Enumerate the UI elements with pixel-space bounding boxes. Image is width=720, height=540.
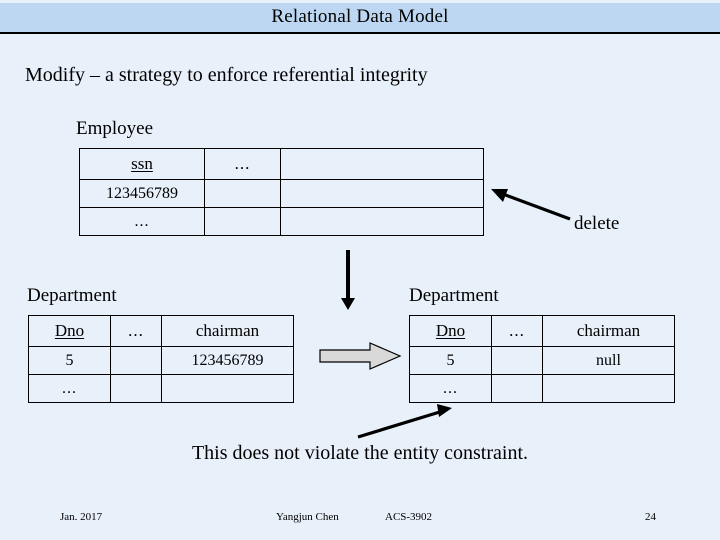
delete-arrow-icon	[491, 189, 571, 221]
cell-ellipsis: ...	[79, 207, 205, 236]
subtitle: Modify – a strategy to enforce referenti…	[25, 64, 428, 86]
column-header-chairman: chairman	[542, 315, 675, 347]
table-header-row: Dno ... chairman	[409, 315, 675, 347]
primary-key-label: ssn	[131, 154, 153, 173]
column-header-ellipsis: ...	[204, 148, 281, 180]
block-arrow-icon	[319, 342, 402, 370]
primary-key-label: Dno	[435, 321, 466, 340]
column-header-ellipsis: ...	[110, 315, 162, 347]
employee-relation-table: ssn ... 123456789 ...	[79, 148, 484, 236]
cell-blank	[204, 179, 281, 208]
delete-annotation-label: delete	[574, 213, 620, 234]
table-header-row: Dno ... chairman	[28, 315, 294, 347]
column-header-chairman: chairman	[161, 315, 294, 347]
table-row: 5 null	[409, 346, 675, 375]
table-row: 123456789	[79, 179, 484, 208]
department-after-table-label: Department	[409, 285, 499, 306]
title-band	[0, 3, 720, 34]
table-row: ...	[409, 374, 675, 403]
table-header-row: ssn ...	[79, 148, 484, 180]
cell-blank	[110, 346, 162, 375]
footer-page-number: 24	[645, 511, 656, 523]
column-header-blank	[280, 148, 484, 180]
cell-blank	[110, 374, 162, 403]
table-row: 5 123456789	[28, 346, 294, 375]
cell-chairman-null: null	[542, 346, 675, 375]
down-arrow-icon	[341, 250, 355, 310]
caption-arrow-icon	[357, 404, 452, 439]
department-before-table-label: Department	[27, 285, 117, 306]
cell-blank	[491, 346, 543, 375]
table-row: ...	[28, 374, 294, 403]
cell-dno-value: 5	[409, 346, 492, 375]
cell-blank	[280, 207, 484, 236]
department-after-relation-table: Dno ... chairman 5 null ...	[409, 315, 675, 403]
footer-date: Jan. 2017	[60, 511, 103, 523]
cell-ssn-value: 123456789	[79, 179, 205, 208]
cell-blank	[542, 374, 675, 403]
department-before-relation-table: Dno ... chairman 5 123456789 ...	[28, 315, 294, 403]
footer-author: Yangjun Chen	[276, 511, 339, 523]
column-header-ellipsis: ...	[491, 315, 543, 347]
cell-dno-value: 5	[28, 346, 111, 375]
cell-blank	[161, 374, 294, 403]
page-title: Relational Data Model	[271, 6, 449, 27]
cell-blank	[491, 374, 543, 403]
column-header-ssn: ssn	[79, 148, 205, 180]
cell-blank	[280, 179, 484, 208]
primary-key-label: Dno	[54, 321, 85, 340]
cell-ellipsis: ...	[409, 374, 492, 403]
column-header-dno: Dno	[409, 315, 492, 347]
column-header-dno: Dno	[28, 315, 111, 347]
table-row: ...	[79, 207, 484, 236]
employee-table-label: Employee	[76, 118, 154, 139]
footer-course: ACS-3902	[385, 511, 433, 523]
cell-chairman-value: 123456789	[161, 346, 294, 375]
cell-ellipsis: ...	[28, 374, 111, 403]
cell-blank	[204, 207, 281, 236]
slide-caption: This does not violate the entity constra…	[191, 442, 529, 464]
